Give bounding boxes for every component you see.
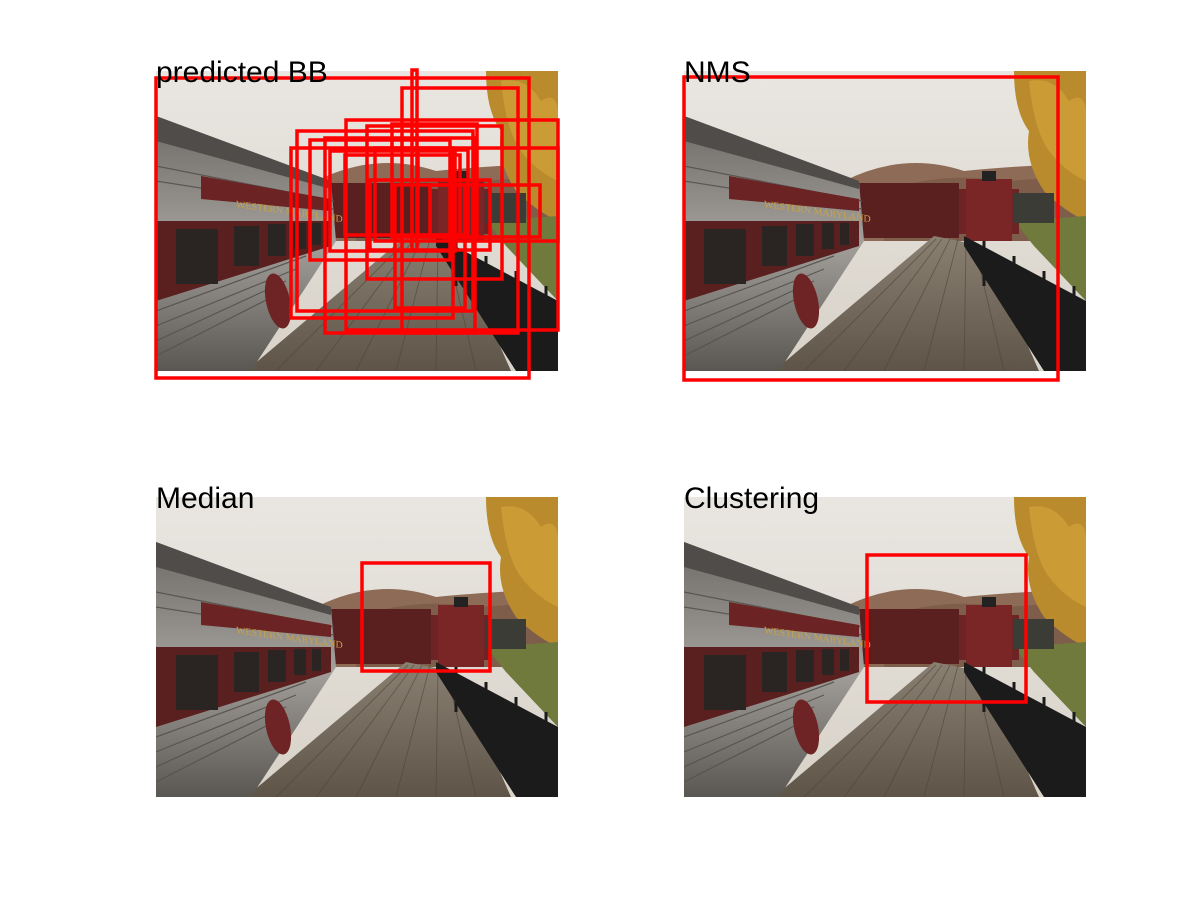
panel-clustering: [684, 497, 1086, 797]
panel-title-median: Median: [156, 482, 255, 515]
panel-title-nms: NMS: [684, 56, 751, 89]
train-photo-image: [156, 71, 558, 371]
panel-nms: [684, 71, 1086, 371]
panel-title-predicted-bb: predicted BB: [156, 56, 328, 89]
panel-title-clustering: Clustering: [684, 482, 820, 515]
panel-median: [156, 497, 558, 797]
train-photo-image: [156, 497, 558, 797]
train-photo-image: [684, 71, 1086, 371]
train-photo-image: [684, 497, 1086, 797]
panel-predicted-bb: [156, 71, 558, 371]
